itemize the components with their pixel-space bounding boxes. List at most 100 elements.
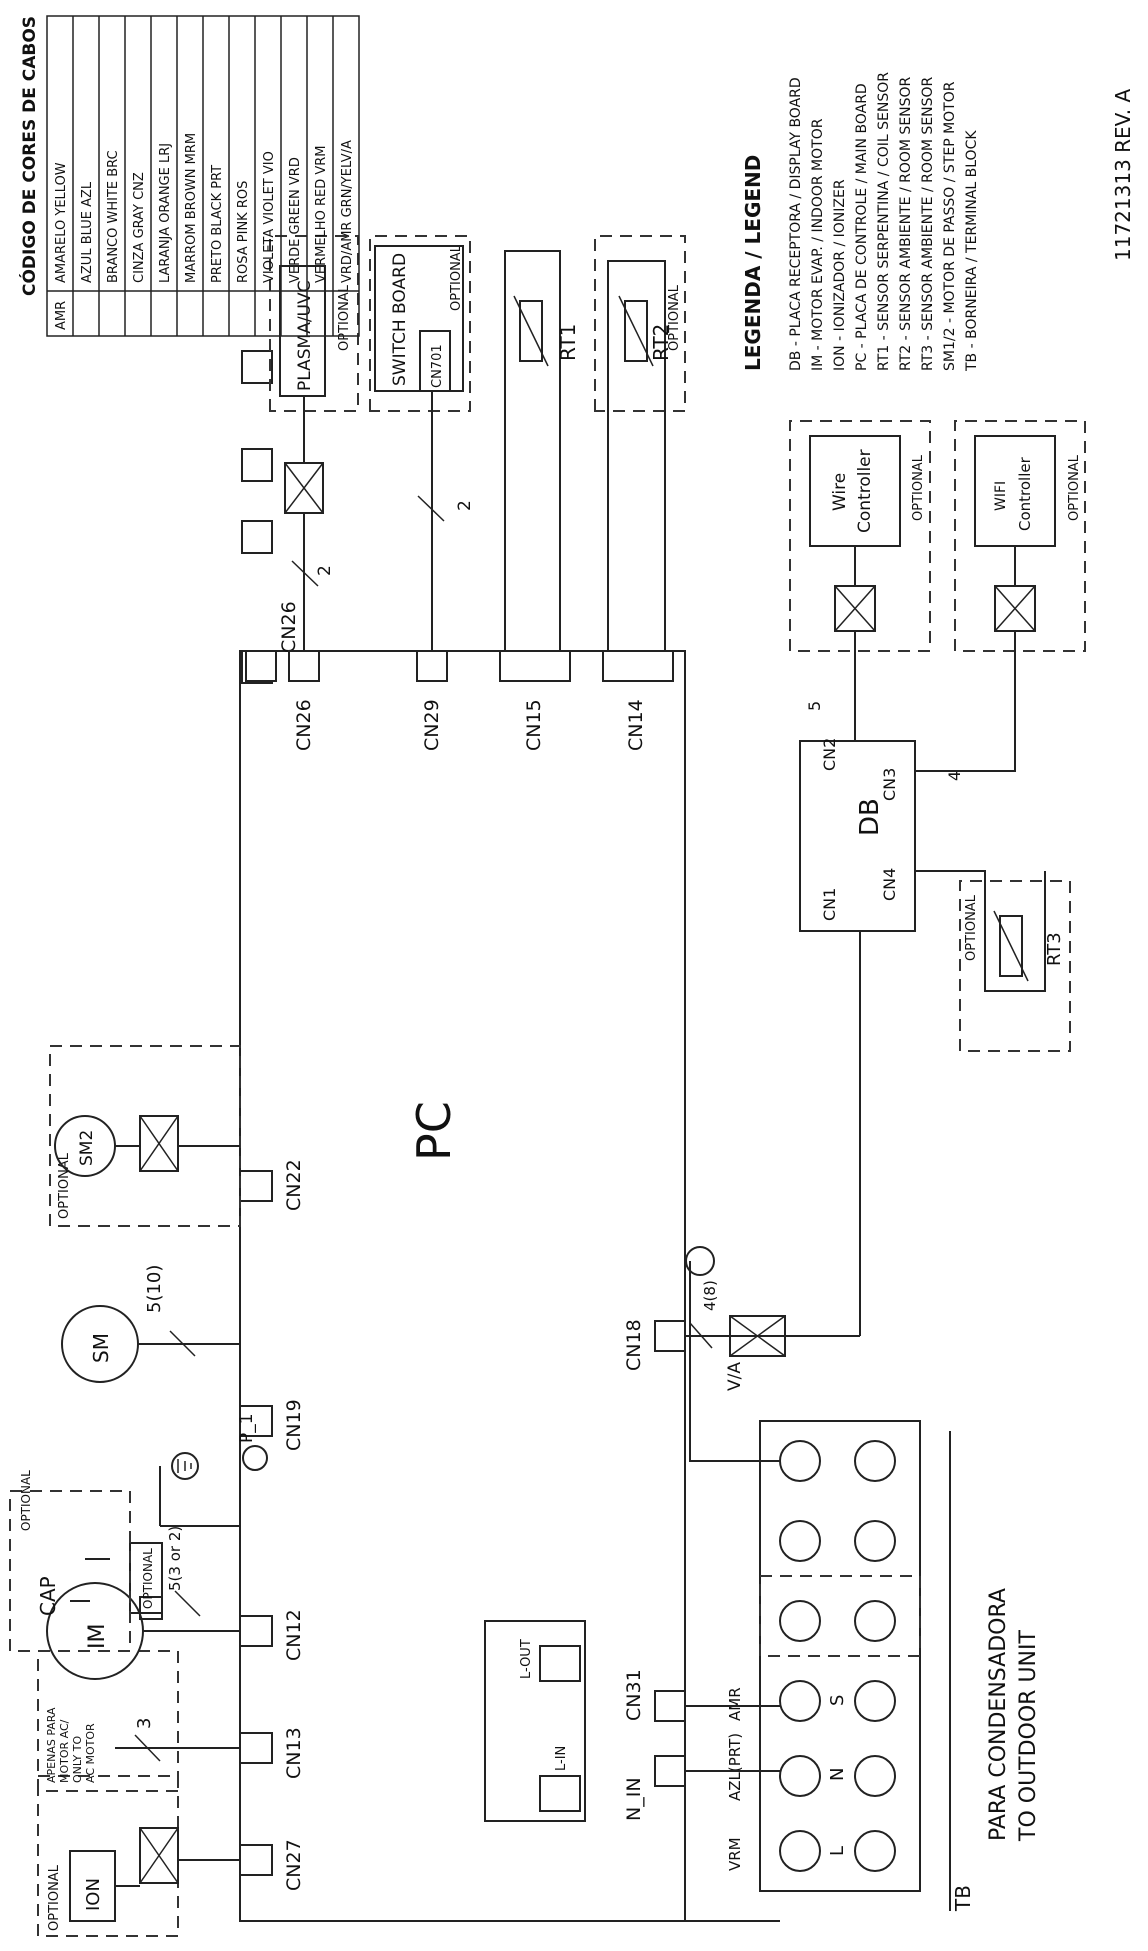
svg-text:ONLY TO: ONLY TO (71, 1736, 84, 1783)
ion-label: ION (83, 1878, 104, 1911)
switch-optional-box (369, 235, 471, 412)
svg-text:VRM: VRM (726, 1837, 744, 1871)
legend-line: RT3 - SENSOR AMBIENTE / ROOM SENSOR (920, 76, 936, 371)
tb-label: TB (951, 1885, 975, 1912)
legend-line: IM - MOTOR EVAP. / INDOOR MOTOR (810, 118, 826, 371)
wire-ctrl-optional-label: OPTIONAL (911, 454, 926, 521)
sm-label: SM (89, 1333, 113, 1363)
cn22-label: CN22 (283, 1159, 305, 1211)
wire-ctrl-optional-box (789, 420, 931, 652)
color-code-row: VERDE GREEN VRD (288, 157, 303, 283)
rt3-optional-label: OPTIONAL (964, 894, 979, 961)
svg-text:CN1: CN1 (820, 888, 839, 921)
sm2-optional-label: OPTIONAL (57, 1152, 72, 1219)
sm2-optional-box (49, 1045, 241, 1227)
rt2-label: RT2 (649, 324, 673, 361)
db-board (799, 740, 916, 932)
cn27-label: CN27 (283, 1839, 305, 1891)
wifi-optional-label: OPTIONAL (1067, 454, 1082, 521)
plasma-box (279, 265, 326, 397)
legend: DB - PLACA RECEPTORA / DISPLAY BOARD IM -… (788, 72, 980, 372)
terminal-screws (779, 1440, 896, 1872)
db-cn2-wirecount: 5 (805, 701, 824, 711)
color-code-row: VRD/AMR GRN/YELV/A (340, 140, 355, 283)
legend-line: ION - IONIZADOR / IONIZER (832, 179, 848, 371)
svg-text:CN3: CN3 (880, 768, 899, 801)
switch-board-label: SWITCH BOARD (390, 253, 410, 386)
db-label: DB (855, 798, 885, 836)
cn29-wirecount: 2 (455, 500, 475, 511)
svg-text:WIFI: WIFI (993, 481, 1009, 511)
color-code-row: AMARELO YELLOW (54, 162, 69, 283)
cn14-label: CN14 (625, 699, 647, 751)
color-code-row: VIOLETA VIOLET VIO (262, 151, 277, 283)
cn26-wirecount: 2 (315, 565, 335, 576)
cn15-label: CN15 (523, 699, 545, 751)
pc-label: PC (407, 1101, 461, 1161)
svg-text:L: L (827, 1846, 848, 1856)
cn31-label: CN31 (623, 1669, 645, 1721)
color-code-row: ROSA PINK ROS (236, 181, 251, 283)
p1-label: P_1 (237, 1413, 257, 1443)
legend-line: PC - PLACA DE CONTROLE / MAIN BOARD (854, 83, 870, 371)
rt3-label: RT3 (1044, 932, 1065, 966)
revision-label: 11721313 REV. A (1111, 88, 1135, 261)
color-code-title: CÓDIGO DE CORES DE CABOS (18, 16, 40, 296)
cap-optional-box (9, 1490, 131, 1652)
cn19-wirecount: 5(10) (144, 1265, 165, 1313)
wifi-controller-box (974, 435, 1056, 547)
db-cn3-wirecount: 4 (945, 771, 964, 781)
sm2-label: SM2 (77, 1130, 97, 1166)
svg-text:V/A: V/A (725, 1362, 745, 1391)
cn12-label: CN12 (283, 1609, 305, 1661)
color-code-row: AZUL BLUE AZL (80, 181, 95, 283)
cn18-wirecount: 4(8) (701, 1280, 719, 1311)
rt2-optional-label: OPTIONAL (667, 284, 682, 351)
legend-line: DB - PLACA RECEPTORA / DISPLAY BOARD (788, 77, 804, 371)
color-code-row: VERMELHO RED VRM (314, 146, 329, 283)
svg-text:Controller: Controller (855, 449, 875, 533)
im-optional-label: OPTIONAL (141, 1548, 155, 1609)
svg-text:L-IN: L-IN (554, 1746, 569, 1771)
cn26-label: CN26 (278, 601, 300, 653)
svg-text:N: N (827, 1768, 848, 1781)
svg-text:Wire: Wire (830, 473, 850, 511)
svg-text:AZL(PRT): AZL(PRT) (726, 1733, 744, 1801)
outdoor-label-2: TO OUTDOOR UNIT (1016, 1629, 1041, 1842)
svg-text:AC MOTOR: AC MOTOR (84, 1723, 97, 1783)
color-code-row: BRANCO WHITE BRC (106, 150, 121, 283)
svg-text:CN4: CN4 (880, 868, 899, 901)
plasma-optional-box (269, 235, 359, 412)
rt1-label: RT1 (556, 324, 580, 361)
color-code-row: LARANJA ORANGE LRJ (158, 143, 173, 283)
cap-optional-label: OPTIONAL (19, 1470, 33, 1531)
legend-line: RT2 - SENSOR AMBIENTE / ROOM SENSOR (898, 76, 914, 371)
cn12-wirecount: 5(3 or 2) (166, 1526, 184, 1591)
plasma-optional-label: OPTIONAL (337, 284, 352, 351)
cn18-label: CN18 (623, 1319, 645, 1371)
pc-top-connectors (239, 1170, 273, 1876)
rt2-optional-box (594, 235, 686, 412)
legend-line: TB - BORNEIRA / TERMINAL BLOCK (964, 130, 980, 372)
cn29-label: CN29 (421, 699, 443, 751)
svg-text:CN2: CN2 (820, 738, 839, 771)
right-edge-connectors (245, 650, 277, 682)
outdoor-label-1: PARA CONDENSADORA (986, 1588, 1011, 1841)
legend-line: SM1/2 - MOTOR DE PASSO / STEP MOTOR (942, 81, 958, 371)
im-label: IM (85, 1624, 110, 1649)
switch-optional-label: OPTIONAL (449, 244, 464, 311)
rt3-optional-box (959, 880, 1071, 1052)
color-code-row: MARROM BROWN MRM (184, 133, 199, 283)
cn13-wirecount: 3 (134, 1718, 155, 1729)
legend-line: RT1 - SENSOR SERPENTINA / COIL SENSOR (876, 72, 892, 371)
svg-text:Controller: Controller (1016, 456, 1034, 531)
cn13-label: CN13 (283, 1727, 305, 1779)
legend-title: LEGENDA / LEGEND (741, 155, 765, 371)
l-box (484, 1620, 586, 1822)
ion-optional-label: OPTIONAL (47, 1864, 62, 1931)
svg-text:APENAS PARA: APENAS PARA (45, 1707, 58, 1783)
svg-text:AMR: AMR (726, 1687, 744, 1721)
